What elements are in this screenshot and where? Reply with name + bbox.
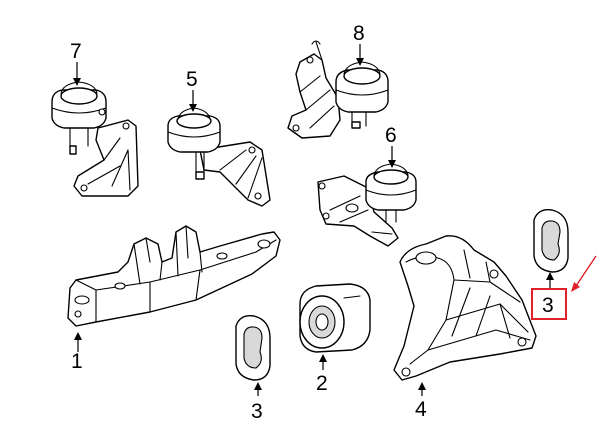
part-5-engine-mount[interactable]	[167, 107, 271, 207]
label-1: 1	[71, 350, 83, 373]
highlight-callout-box[interactable]	[531, 288, 567, 320]
red-pointer-arrow	[575, 255, 597, 287]
label-6: 6	[385, 124, 397, 147]
part-3-pad-right[interactable]	[533, 209, 569, 273]
part-7-engine-mount[interactable]	[51, 81, 139, 197]
label-4: 4	[415, 398, 427, 421]
label-3-right: 3	[542, 294, 554, 317]
label-3-left: 3	[251, 400, 263, 423]
part-1-crossmember[interactable]	[67, 225, 281, 327]
label-8: 8	[353, 22, 365, 45]
part-2-bushing[interactable]	[299, 283, 371, 353]
label-5: 5	[186, 68, 198, 91]
part-3-pad-left[interactable]	[235, 315, 271, 381]
label-7: 7	[70, 40, 82, 63]
label-2: 2	[316, 372, 328, 395]
part-6-engine-mount[interactable]	[317, 163, 417, 247]
part-4-mount-bracket[interactable]	[393, 235, 537, 381]
part-8-engine-mount[interactable]	[287, 40, 389, 139]
